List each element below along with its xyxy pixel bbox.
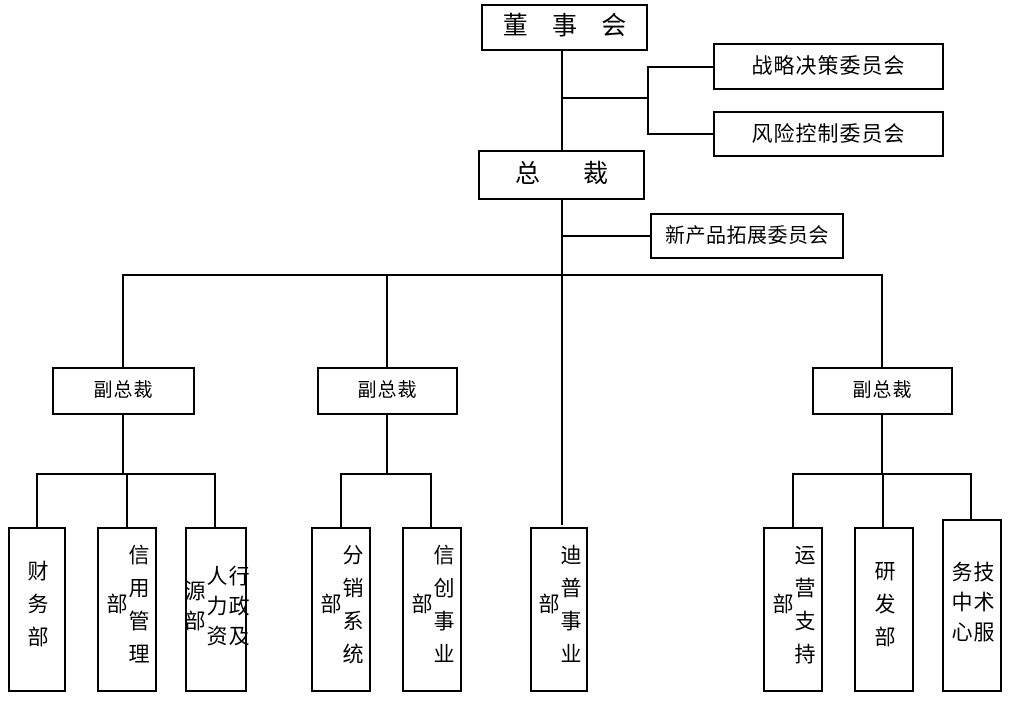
node-board-label: 董 事 会	[502, 13, 636, 41]
node-president[interactable]: 总 裁	[478, 150, 645, 200]
connector-vp-bus	[123, 274, 883, 276]
node-vp-left[interactable]: 副总裁	[52, 367, 195, 415]
node-dept-research-development[interactable]: 研发部	[854, 527, 914, 692]
node-dept-distribution-system-label: 分销系统部	[318, 543, 365, 676]
node-vp-mid-label: 副总裁	[357, 380, 418, 402]
node-dept-admin-hr[interactable]: 行政及 人力资 源部	[181, 527, 251, 692]
connector-to-operations	[792, 473, 794, 528]
connector-committee-bus	[647, 66, 649, 135]
connector-to-finance	[36, 473, 38, 528]
connector-bus-to-vp-mid	[386, 274, 388, 367]
node-vp-left-label: 副总裁	[93, 380, 154, 402]
connector-bus-to-vp-left	[122, 274, 124, 367]
node-risk-committee-label: 风险控制委员会	[751, 121, 906, 146]
node-dept-xinchuang-business[interactable]: 信创事业部	[402, 527, 462, 692]
node-board-of-directors[interactable]: 董 事 会	[481, 4, 648, 51]
connector-to-risk-committee	[647, 133, 714, 135]
connector-vp-mid-bus	[340, 473, 432, 475]
connector-to-rnd	[882, 473, 884, 528]
connector-vp-mid-stem	[386, 415, 388, 474]
node-dept-xinchuang-business-label: 信创事业部	[409, 543, 456, 676]
connector-to-hr	[214, 473, 216, 528]
node-dept-finance-label: 财务部	[25, 560, 50, 659]
connector-to-distribution	[340, 473, 342, 528]
node-dept-dptech-business[interactable]: 迪普事业部	[530, 527, 588, 692]
node-vp-right[interactable]: 副总裁	[812, 367, 953, 415]
node-vp-right-label: 副总裁	[852, 380, 913, 402]
node-new-product-committee[interactable]: 新产品拓展委员会	[650, 213, 844, 259]
connector-board-to-committee-bus	[561, 97, 649, 99]
node-strategy-committee-label: 战略决策委员会	[751, 54, 906, 79]
connector-bus-to-vp-right	[881, 274, 883, 367]
connector-to-npd-committee	[561, 235, 651, 237]
node-dept-credit-management-label: 信用管理部	[104, 543, 151, 676]
connector-board-to-president	[561, 50, 563, 150]
node-vp-mid[interactable]: 副总裁	[317, 367, 458, 415]
connector-to-tech-service	[970, 473, 972, 520]
connector-to-strategy-committee	[647, 66, 714, 68]
connector-vp-right-stem	[881, 415, 883, 474]
node-dept-finance[interactable]: 财务部	[8, 527, 66, 692]
node-strategy-committee[interactable]: 战略决策委员会	[713, 43, 944, 90]
node-dept-operations-support[interactable]: 运营支持部	[763, 527, 823, 692]
node-dept-admin-hr-label: 行政及 人力资 源部	[181, 564, 251, 655]
node-dept-operations-support-label: 运营支持部	[770, 543, 817, 676]
node-dept-distribution-system[interactable]: 分销系统部	[311, 527, 371, 692]
node-president-label: 总 裁	[514, 160, 617, 188]
connector-to-credit	[126, 473, 128, 528]
node-dept-credit-management[interactable]: 信用管理部	[97, 527, 157, 692]
node-dept-technical-service-center[interactable]: 技术服 务中心	[942, 519, 1002, 692]
node-risk-committee[interactable]: 风险控制委员会	[713, 111, 944, 157]
node-new-product-committee-label: 新产品拓展委员会	[665, 224, 829, 247]
node-dept-research-development-label: 研发部	[872, 560, 897, 659]
connector-president-spine	[561, 200, 563, 525]
node-dept-technical-service-center-label: 技术服 务中心	[949, 560, 996, 651]
connector-to-xinchuang	[430, 473, 432, 528]
connector-vp-left-stem	[122, 415, 124, 474]
node-dept-dptech-business-label: 迪普事业部	[536, 543, 583, 676]
